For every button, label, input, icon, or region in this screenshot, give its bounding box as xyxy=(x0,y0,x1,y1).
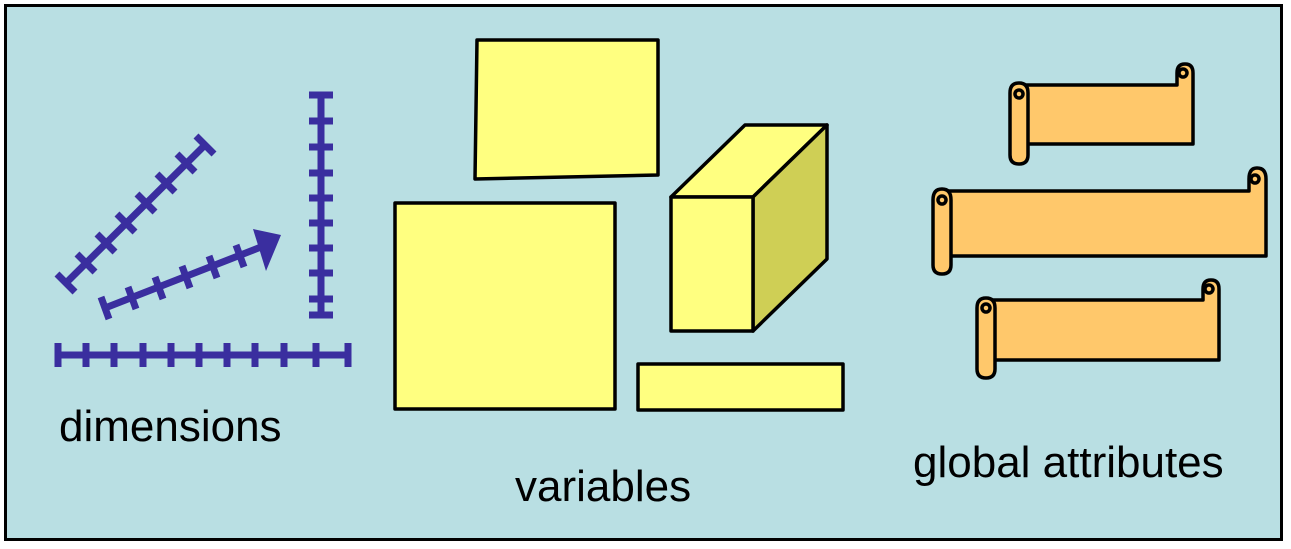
global-attributes-label: global attributes xyxy=(913,438,1224,487)
scroll-icon-top xyxy=(1008,62,1195,166)
variables-icon xyxy=(393,38,845,412)
scroll-icon-middle xyxy=(931,166,1268,276)
diagram-canvas xyxy=(7,7,1280,538)
diagonal-axis-icon xyxy=(54,133,217,295)
variable-bar xyxy=(636,362,845,412)
variables-label: variables xyxy=(515,462,692,511)
vertical-axis-icon xyxy=(309,91,333,319)
arrow-axis-icon xyxy=(97,229,281,321)
dimensions-label: dimensions xyxy=(59,402,282,451)
dimensions-icon xyxy=(54,91,352,367)
variable-cube xyxy=(669,123,829,333)
scroll-icon-bottom xyxy=(975,278,1221,380)
variable-rect-top xyxy=(473,38,660,181)
diagram-frame: dimensions variables global attributes xyxy=(4,4,1283,541)
global-attributes-icon xyxy=(931,62,1268,380)
variable-square xyxy=(393,201,617,411)
horizontal-axis-icon xyxy=(54,343,352,367)
